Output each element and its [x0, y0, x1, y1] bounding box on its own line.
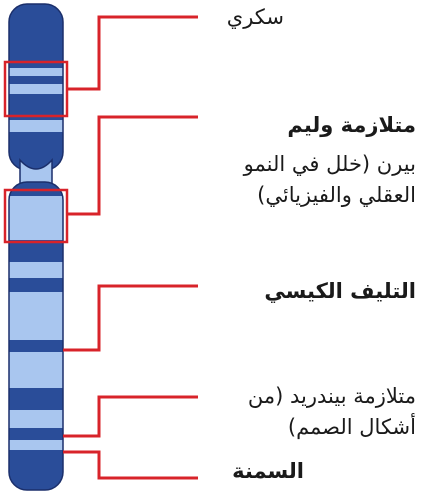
- highlight-box-williams: [3, 188, 69, 244]
- label-williams-description: بيرن (خلل في النمو العقلي والفيزيائي): [243, 152, 416, 207]
- band-q-light-1: [9, 196, 63, 240]
- band-q-light-5: [9, 410, 63, 428]
- label-cystic-fibrosis: التليف الكيسي: [264, 279, 416, 303]
- band-q-light-6: [9, 440, 63, 450]
- label-williams-syndrome: متلازمة وليم: [287, 113, 416, 137]
- q-arm-outline: [8, 181, 64, 491]
- band-q-light-3: [9, 292, 63, 340]
- label-diabetes: سكري: [226, 5, 284, 29]
- pointer-obesity: [63, 450, 198, 480]
- band-p-light-1: [9, 68, 63, 76]
- label-obesity: السمنة: [232, 459, 304, 483]
- band-p-light-2: [9, 84, 63, 94]
- label-pendred-syndrome: متلازمة بيندريد (من أشكال الصمم): [247, 384, 416, 439]
- chromosome-long-arm: [8, 181, 64, 491]
- pointer-cystic-fibrosis: [63, 284, 198, 352]
- chromosome-short-arm: [8, 3, 64, 171]
- pointer-williams: [67, 115, 198, 216]
- band-q-light-4: [9, 352, 63, 388]
- band-p-light-3: [9, 120, 63, 132]
- pointer-diabetes: [67, 15, 198, 91]
- pointer-pendred: [63, 395, 198, 438]
- band-q-light-2: [9, 262, 63, 278]
